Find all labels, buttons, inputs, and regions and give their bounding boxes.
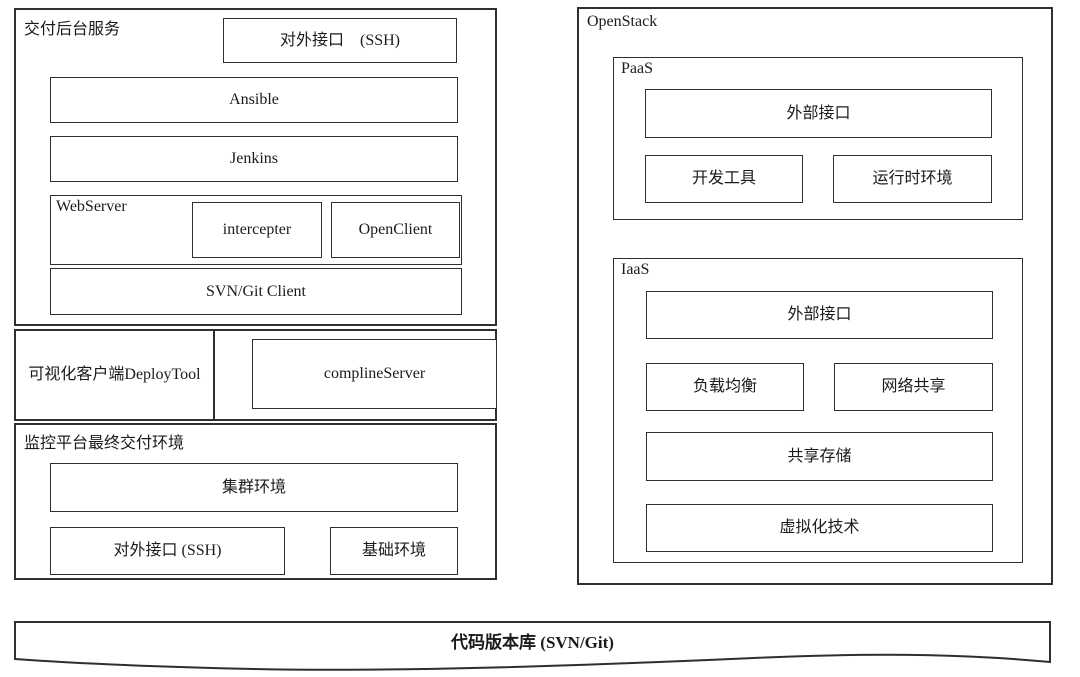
dev-tools-label: 开发工具 bbox=[691, 170, 756, 188]
runtime-env-box: 运行时环境 bbox=[833, 155, 992, 203]
network-sharing-label: 网络共享 bbox=[881, 378, 946, 396]
paas-external-interface-label: 外部接口 bbox=[786, 104, 851, 122]
deploytool-box: 可视化客户端DeployTool bbox=[14, 329, 215, 421]
dev-tools-box: 开发工具 bbox=[645, 155, 803, 203]
base-env-label: 基础环境 bbox=[361, 542, 426, 560]
delivery-ssh-interface-label: 对外接口 (SSH) bbox=[279, 31, 400, 49]
base-env-box: 基础环境 bbox=[330, 527, 458, 575]
ansible-label: Ansible bbox=[229, 91, 279, 109]
cluster-env-box: 集群环境 bbox=[50, 463, 458, 512]
code-repo-label: 代码版本库 (SVN/Git) bbox=[451, 632, 614, 652]
complineserver-box: complineServer bbox=[252, 339, 497, 409]
deploytool-label: 可视化客户端DeployTool bbox=[28, 366, 201, 384]
iaas-title: IaaS bbox=[621, 261, 650, 278]
virtualization-box: 虚拟化技术 bbox=[646, 504, 993, 552]
iaas-external-interface-box: 外部接口 bbox=[646, 291, 993, 339]
delivery-ssh-interface-box: 对外接口 (SSH) bbox=[223, 18, 457, 63]
jenkins-box: Jenkins bbox=[50, 136, 458, 182]
openclient-box: OpenClient bbox=[331, 202, 460, 258]
paas-title: PaaS bbox=[621, 60, 653, 77]
runtime-env-label: 运行时环境 bbox=[872, 170, 953, 188]
shared-storage-label: 共享存储 bbox=[787, 447, 852, 465]
svn-git-client-label: SVN/Git Client bbox=[205, 282, 306, 300]
intercepter-box: intercepter bbox=[192, 202, 322, 258]
shared-storage-box: 共享存储 bbox=[646, 432, 993, 481]
intercepter-label: intercepter bbox=[222, 221, 292, 239]
load-balancing-box: 负载均衡 bbox=[646, 363, 804, 411]
cluster-env-label: 集群环境 bbox=[221, 478, 286, 496]
iaas-external-interface-label: 外部接口 bbox=[787, 306, 852, 324]
code-repo-shape bbox=[14, 621, 1051, 671]
monitor-env-title: 监控平台最终交付环境 bbox=[24, 435, 185, 452]
virtualization-label: 虚拟化技术 bbox=[779, 519, 860, 537]
openclient-label: OpenClient bbox=[358, 221, 433, 239]
jenkins-label: Jenkins bbox=[230, 150, 278, 168]
monitor-ssh-interface-label: 对外接口 (SSH) bbox=[113, 542, 222, 560]
monitor-ssh-interface-box: 对外接口 (SSH) bbox=[50, 527, 285, 575]
load-balancing-label: 负载均衡 bbox=[692, 378, 757, 396]
paas-external-interface-box: 外部接口 bbox=[645, 89, 992, 138]
ansible-box: Ansible bbox=[50, 77, 458, 123]
webserver-title: WebServer bbox=[56, 198, 127, 215]
svn-git-client-box: SVN/Git Client bbox=[50, 268, 462, 315]
openstack-title: OpenStack bbox=[587, 13, 658, 30]
delivery-backend-title: 交付后台服务 bbox=[24, 21, 121, 38]
complineserver-label: complineServer bbox=[323, 365, 426, 383]
network-sharing-box: 网络共享 bbox=[834, 363, 993, 411]
